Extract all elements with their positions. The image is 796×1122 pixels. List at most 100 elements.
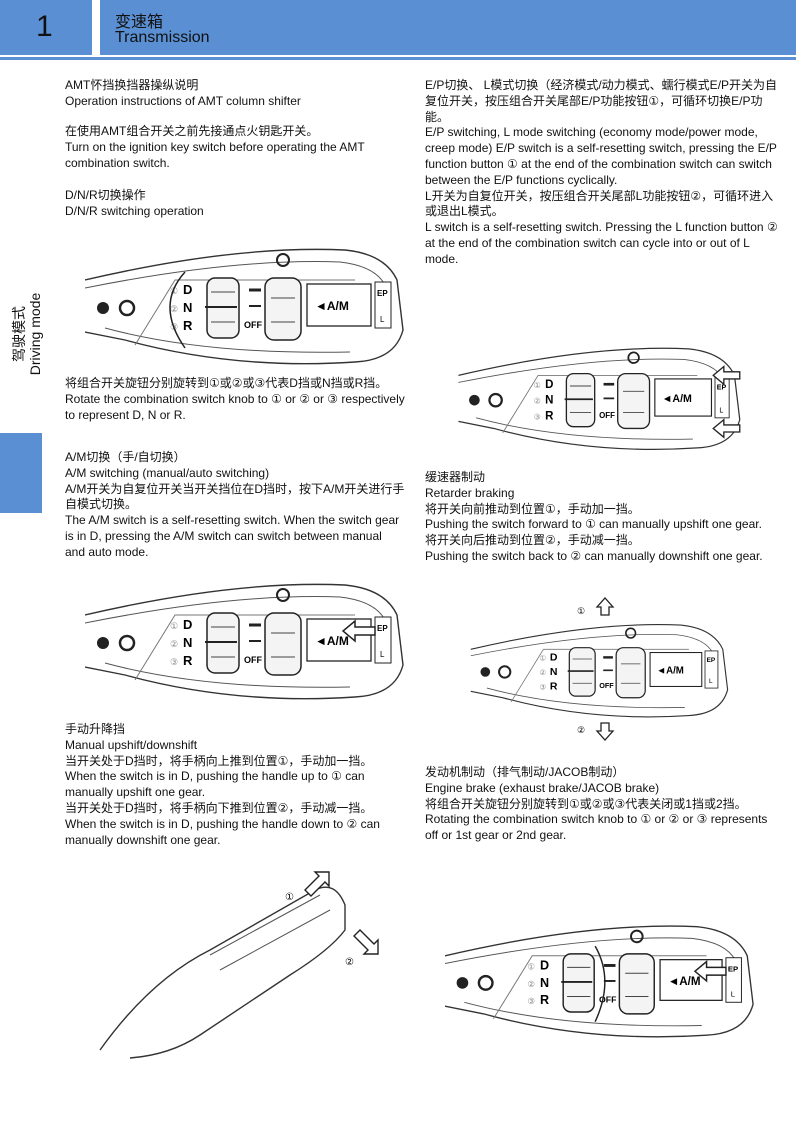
label-am: ◄A/M [657,666,684,677]
dnr-knob [565,372,596,428]
push-arrow-icon [341,619,376,643]
label-1: ① [170,621,178,631]
label-1: ① [170,286,178,296]
light-symbol-icon [97,302,109,314]
text-zh: 将开关向后推动到位置②，手动减一挡。 [425,533,640,548]
am-button [306,618,372,662]
brake-knob [617,372,651,430]
brake-symbol-icon [276,253,290,267]
brake-knob [264,612,302,676]
text-en: Engine brake (exhaust brake/JACOB brake) [425,780,660,795]
label-3: ③ [539,683,546,692]
label-2: ② [345,957,354,968]
brake-symbol-icon [276,588,290,602]
label-n: N [545,395,553,407]
label-ep: EP [707,657,716,664]
label-ep: EP [377,624,388,633]
text-zh: 将开关向前推动到位置①，手动加一挡。 [425,501,640,516]
push-arrow-icon [712,365,741,386]
ep-l-block: E/P切换、 L模式切换（经济模式/动力模式、蠕行模式E/P开关为自复位开关，按… [425,78,780,268]
up-arrow-icon [595,597,615,616]
chapter-title-en: Transmission [115,29,210,46]
text-en: A/M switching (manual/auto switching) [65,465,270,480]
text-zh: 当开关处于D挡时，将手柄向下推到位置②，手动减一挡。 [65,800,373,815]
label-n: N [183,300,192,315]
ignition-block: 在使用AMT组合开关之前先接通点火钥匙开关。Turn on the igniti… [65,124,405,171]
text-zh: 在使用AMT组合开关之前先接通点火钥匙开关。 [65,124,319,138]
side-label-en: Driving mode [27,292,43,376]
brake-symbol-icon [630,929,644,944]
label-r: R [545,411,554,423]
shifter-body [458,347,741,451]
am-block: A/M切换（手/自切换）A/M switching (manual/auto s… [65,450,405,561]
label-off: OFF [244,655,262,665]
label-l: L [380,315,385,324]
text-zh: AMT怀挡换挡器操纵说明 [65,78,199,92]
text-zh: L开关为自复位开关，按压组合开关尾部L功能按钮②，可循环进入或退出L模式。 [425,188,774,219]
label-1: ① [539,654,546,663]
label-off: OFF [244,320,262,330]
label-r: R [550,681,558,693]
label-off: OFF [599,411,615,420]
push-arrow-icon [693,960,727,983]
label-d: D [550,652,558,664]
label-2: ② [170,639,178,649]
brake-knob [264,277,302,341]
label-1: ① [534,381,541,390]
label-3: ③ [527,996,535,1006]
text-zh: 将组合开关旋钮分别旋转到①或②或③代表关闭或1挡或2挡。 [425,796,747,811]
text-zh: 手动升降挡 [65,722,126,736]
am-button [654,378,713,417]
text-en: E/P switching, L mode switching (economy… [425,125,777,187]
text-en: Pushing the switch forward to ① can manu… [425,517,762,532]
label-ep: EP [377,289,388,298]
chapter-title-zh: 变速箱 [115,14,164,31]
text-en: The A/M switch is a self-resetting switc… [65,513,400,559]
label-n: N [183,635,192,650]
label-1: ① [285,892,294,903]
text-en: When the switch is in D, pushing the han… [65,769,365,800]
dnr-knob [568,647,596,697]
side-label-zh: 驾驶模式 [11,306,27,362]
label-am: ◄A/M [315,299,349,313]
label-d: D [540,958,549,972]
chapter-number: 1 [36,10,53,43]
wiper-symbol-icon [118,299,136,317]
brake-knob [618,953,655,1015]
label-2: ② [170,304,178,314]
header-divider [0,57,796,60]
label-am: ◄A/M [662,393,692,405]
label-d: D [183,282,192,297]
text-zh: 当开关处于D挡时，将手柄向上推到位置①，手动加一挡。 [65,753,373,768]
dnr-desc-block: 将组合开关旋钮分别旋转到①或②或③代表D挡或N挡或R挡。Rotate the c… [65,376,405,423]
side-tab-marker [0,433,42,513]
text-zh: 将组合开关旋钮分别旋转到①或②或③代表D挡或N挡或R挡。 [65,376,388,390]
ep-l-button [374,616,392,664]
ep-l-button [704,650,719,689]
text-zh: 缓速器制动 [425,470,486,484]
text-en: Manual upshift/downshift [65,737,198,752]
label-2: ② [534,397,541,406]
label-3: ③ [534,413,541,422]
wiper-symbol-icon [498,665,512,679]
engine-brake-block: 发动机制动（排气制动/JACOB制动）Engine brake (exhaust… [425,765,780,844]
text-en: Turn on the ignition key switch before o… [65,139,365,170]
text-en: L switch is a self-resetting switch. Pre… [425,220,778,266]
push-arrow-icon [712,418,741,439]
label-l: L [709,678,713,685]
down-arrow-icon [595,722,615,741]
text-zh: D/N/R切换操作 [65,188,146,202]
label-3: ③ [170,657,178,667]
label-l: L [731,989,736,998]
text-zh: A/M切换（手/自切换） [65,450,186,464]
